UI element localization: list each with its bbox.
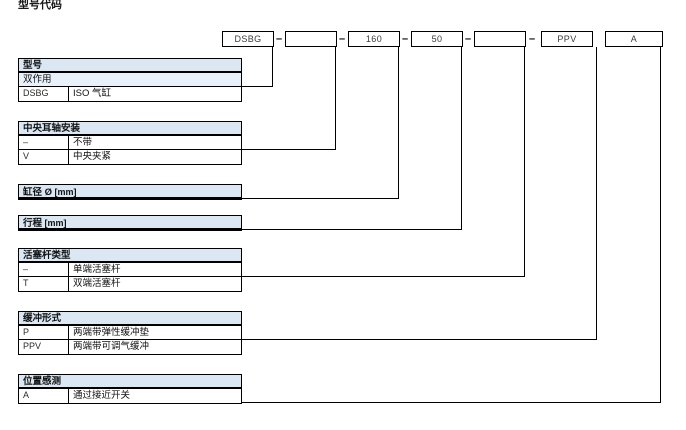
table-header-label: 缸径 Ø [23,187,53,198]
table-header-cushioning-type: 缓冲形式 [19,312,241,326]
table-row: PPV 两端带可调气缓冲 [19,340,241,354]
code-separator-dash: – [465,33,472,45]
table-header-series: 型号 [19,59,241,73]
leader-line-horizontal [242,339,597,340]
table-cell-description: 单端活塞杆 [73,264,121,275]
leader-line-vertical [335,47,336,149]
table-header-piston-rod-type: 活塞杆类型 [19,249,241,263]
code-box-series[interactable]: DSBG [222,31,274,47]
table-header-stroke-length: 行程 [mm] [19,216,241,230]
leader-line-vertical [272,47,273,86]
leader-line-horizontal [242,86,273,87]
spec-table-cushioning-type: 缓冲形式 P 两端带弹性缓冲垫 PPV 两端带可调气缓冲 [18,311,242,355]
code-box-rod-type[interactable] [474,31,526,47]
leader-line-vertical [461,47,462,229]
table-header-label: 型号 [23,60,43,71]
page-title: 型号代码 [18,0,62,11]
table-cell-code: T [19,277,69,291]
leader-line-horizontal [242,229,462,230]
table-row: –单端活塞杆 [19,263,241,277]
table-header-unit: [mm] [42,218,67,228]
table-header-unit: [mm] [52,187,77,197]
table-cell-code: DSBG [19,87,69,101]
table-row: P 两端带弹性缓冲垫 [19,326,241,340]
table-header-label: 行程 [23,218,43,229]
table-cell-code: P [19,326,69,339]
table-cell-description: 两端带可调气缓冲 [73,341,150,352]
spec-table-stroke-length: 行程 [mm] [18,215,242,231]
table-header-label: 中央耳轴安装 [23,123,81,134]
leader-line-vertical [596,47,597,339]
table-header-label: 缓冲形式 [23,313,62,324]
table-cell-code: – [19,263,69,276]
spec-table-bore-diameter: 缸径 Ø [mm] [18,184,242,200]
table-header-label: 活塞杆类型 [23,250,71,261]
table-cell-description: 双端活塞杆 [73,278,121,289]
table-cell-code: – [19,136,69,149]
leader-line-vertical [398,47,399,198]
code-separator-dash: – [339,33,346,45]
table-row: –不带 [19,136,241,150]
leader-line-horizontal [242,402,661,403]
table-cell-description: 两端带弹性缓冲垫 [73,327,150,338]
code-box-cushioning[interactable]: PPV [541,31,593,47]
table-header-bore-diameter: 缸径 Ø [mm] [19,185,241,199]
code-box-sensing[interactable]: A [605,31,663,47]
table-cell-description: 通过接近开关 [73,390,131,401]
spec-table-position-sensing: 位置感测 A 通过接近开关 [18,374,242,404]
table-header-center-trunnion-mounting: 中央耳轴安装 [19,122,241,136]
table-row: DSBG ISO 气缸 [19,87,241,101]
table-subheader-row: 双作用 [19,73,241,87]
table-cell-code: V [19,150,69,164]
leader-line-horizontal [242,276,525,277]
code-box-bore[interactable]: 160 [348,31,400,47]
code-separator-dash: – [402,33,409,45]
code-strip: DSBG 160 50 PPV A – – – – – [0,0,686,60]
table-cell-description: ISO 气缸 [73,88,112,99]
leader-line-horizontal [242,198,399,199]
code-box-stroke[interactable]: 50 [411,31,463,47]
leader-line-vertical [524,47,525,276]
code-separator-dash: – [529,33,536,45]
leader-line-horizontal [242,149,336,150]
table-header-label: 位置感测 [23,376,62,387]
code-separator-dash: – [276,33,283,45]
code-box-mounting[interactable] [285,31,337,47]
table-row: A 通过接近开关 [19,389,241,403]
leader-line-vertical [660,47,661,402]
table-header-position-sensing: 位置感测 [19,375,241,389]
table-cell-code: A [19,389,69,403]
table-row: V 中央夹紧 [19,150,241,164]
table-row: T 双端活塞杆 [19,277,241,291]
table-cell-description: 不带 [73,137,93,148]
table-cell-description: 中央夹紧 [73,151,112,162]
table-cell-code: PPV [19,340,69,354]
